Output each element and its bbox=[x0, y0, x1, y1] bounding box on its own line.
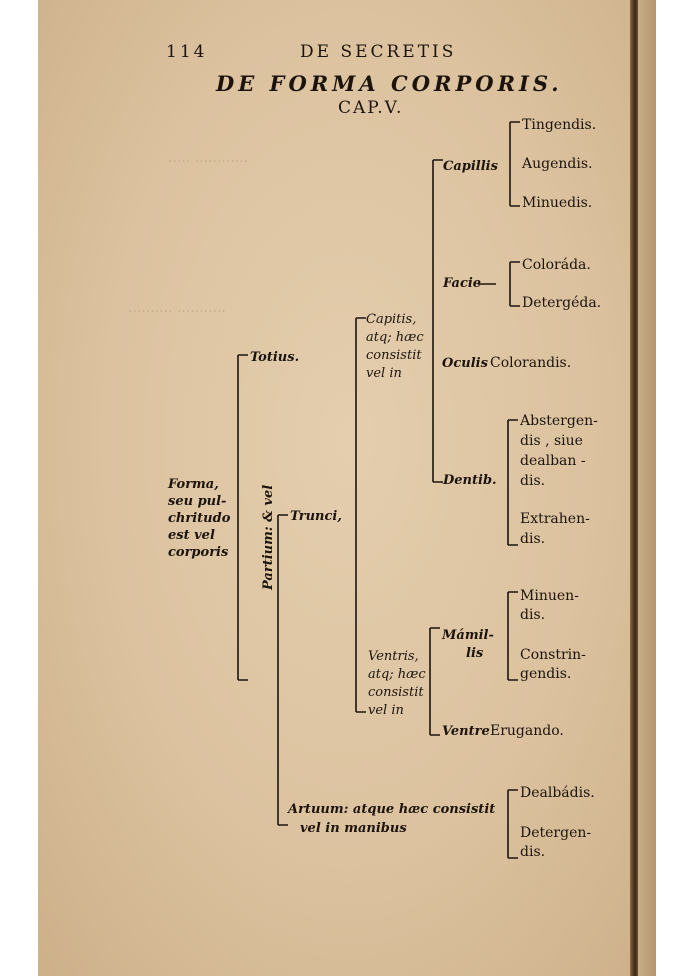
mamillis-item: dis. bbox=[520, 607, 546, 623]
next-page-edge bbox=[638, 0, 656, 976]
ventris-line: vel in bbox=[368, 703, 404, 718]
ventris-line: consistit bbox=[368, 685, 424, 700]
capitis-line: atq; hæc bbox=[366, 330, 424, 345]
capitis-line: Capitis, bbox=[366, 312, 417, 327]
oculis-item: Colorandis. bbox=[490, 355, 572, 371]
capitis-line: vel in bbox=[366, 366, 402, 381]
dentibus-item: dis , siue bbox=[520, 433, 583, 449]
artuum-label: Artuum: atque hæc consistit bbox=[288, 802, 496, 817]
capilli-item: Tingendis. bbox=[522, 117, 597, 133]
mamillis-item: Constrin- bbox=[520, 647, 586, 663]
running-title: DE SECRETIS bbox=[300, 42, 457, 62]
artuum-item: Detergen- bbox=[520, 825, 592, 841]
ventris-line: atq; hæc bbox=[368, 667, 426, 682]
facie-label: Facie bbox=[443, 276, 482, 291]
root-line: seu pul- bbox=[168, 494, 227, 509]
ventre-item: Erugando. bbox=[490, 723, 564, 739]
ventre-label: Ventre bbox=[442, 724, 490, 739]
mamillis-label-cont: lis bbox=[466, 646, 484, 661]
root-line: est vel bbox=[168, 528, 215, 543]
chapter-heading: CAP.V. bbox=[338, 98, 404, 118]
bracket-diagram bbox=[237, 121, 520, 859]
capilli-item: Augendis. bbox=[522, 156, 593, 172]
mamillis-item: Minuen- bbox=[520, 588, 579, 604]
page-gutter-shadow bbox=[630, 0, 638, 976]
bleed-through-text: ..... ............ bbox=[168, 150, 249, 166]
facie-item: Coloráda. bbox=[522, 257, 591, 273]
page-title: DE FORMA CORPORIS. bbox=[216, 71, 563, 96]
capilli-label: Capillis bbox=[443, 159, 498, 174]
trunci-label: Trunci, bbox=[290, 509, 342, 524]
artuum-label-cont: vel in manibus bbox=[300, 821, 407, 836]
dentibus-item: dealban - bbox=[520, 453, 586, 469]
partium-label: Partium: & vel bbox=[261, 484, 276, 590]
dentibus-item: dis. bbox=[520, 473, 546, 489]
bleed-through-text: .......... ........... bbox=[128, 300, 226, 316]
root-line: corporis bbox=[168, 545, 229, 560]
capitis-line: consistit bbox=[366, 348, 422, 363]
root-line: chritudo bbox=[168, 511, 231, 526]
facie-item: Detergéda. bbox=[522, 295, 602, 311]
ventris-line: Ventris, bbox=[368, 649, 419, 664]
mamillis-label: Mámil- bbox=[442, 628, 494, 643]
dentibus-label: Dentib. bbox=[443, 473, 497, 488]
artuum-item: Dealbádis. bbox=[520, 785, 595, 801]
root-line: Forma, bbox=[168, 477, 219, 492]
oculis-label: Oculis bbox=[442, 356, 488, 371]
artuum-item: dis. bbox=[520, 844, 546, 860]
dentibus-item: Abstergen- bbox=[520, 413, 598, 429]
dentibus-item: Extrahen- bbox=[520, 511, 590, 527]
capilli-item: Minuedis. bbox=[522, 195, 593, 211]
mamillis-item: gendis. bbox=[520, 666, 572, 682]
dentibus-item: dis. bbox=[520, 531, 546, 547]
book-page: ..... ............ .......... ..........… bbox=[38, 0, 656, 976]
page-number: 114 bbox=[166, 42, 208, 62]
totius-label: Totius. bbox=[250, 350, 300, 365]
